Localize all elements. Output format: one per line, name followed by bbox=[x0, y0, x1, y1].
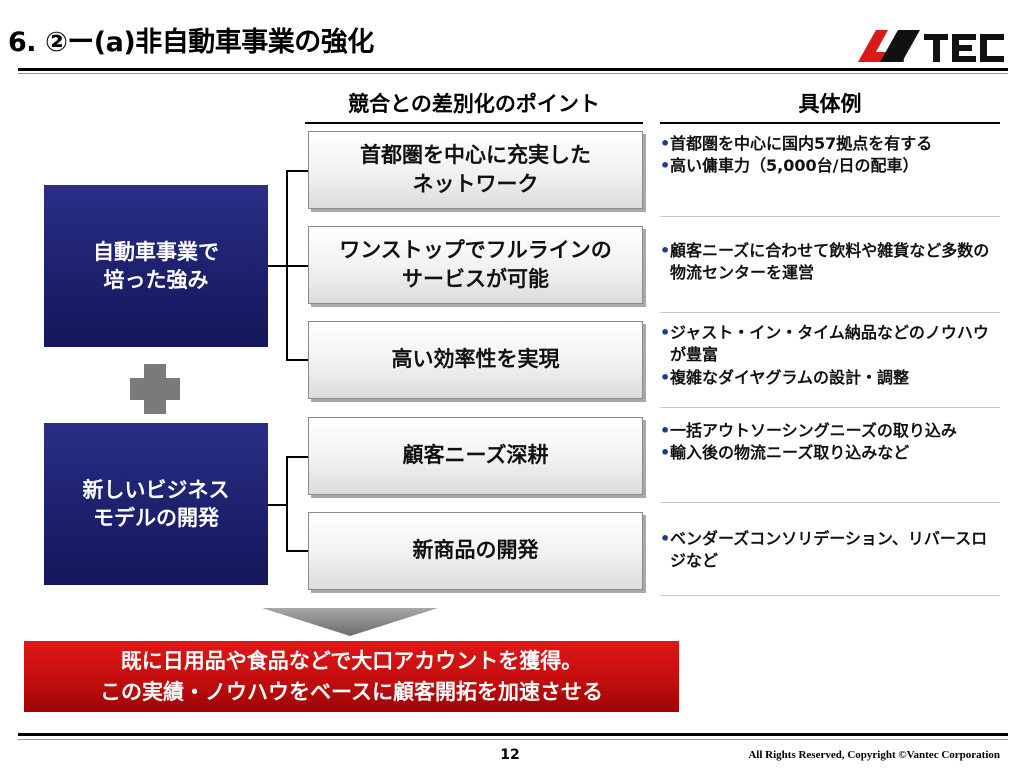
conclusion-banner: 既に日用品や食品などで大口アカウントを獲得。 この実績・ノウハウをベースに顧客開… bbox=[24, 641, 679, 712]
strength-line-2: 培った強み bbox=[103, 268, 209, 292]
point-box-new-products: 新商品の開発 bbox=[308, 512, 643, 590]
point-text: 高い効率性を実現 bbox=[391, 347, 560, 372]
examples-divider bbox=[660, 312, 1000, 313]
point-text: 首都圏を中心に充実した bbox=[360, 142, 591, 167]
bullet-icon: • bbox=[660, 134, 671, 153]
examples-divider bbox=[660, 407, 1000, 408]
list-item: •顧客ニーズに合わせて飲料や雑貨など多数の物流センターを運営 bbox=[660, 241, 990, 283]
strength-line-1: 自動車事業で bbox=[93, 239, 219, 264]
conclusion-line-1: 既に日用品や食品などで大口アカウントを獲得。 bbox=[120, 649, 583, 674]
examples-new-products: •ベンダーズコンソリデーション、リバースロジなど bbox=[660, 528, 1000, 573]
examples-efficiency: •ジャスト・イン・タイム納品などのノウハウが豊富 •複雑なダイヤグラムの設計・調… bbox=[660, 322, 1000, 389]
automotive-strength-box: 自動車事業で 培った強み bbox=[44, 185, 268, 347]
page-number: 12 bbox=[500, 747, 520, 763]
point-box-customer-needs: 顧客ニーズ深耕 bbox=[308, 417, 643, 495]
examples-divider bbox=[660, 502, 1000, 503]
down-arrow-icon bbox=[262, 608, 438, 636]
bullet-icon: • bbox=[660, 367, 671, 387]
bullet-icon: • bbox=[660, 323, 671, 342]
examples-network: •首都圏を中心に国内57拠点を有する •高い傭車力（5,000台/日の配車） bbox=[660, 133, 1000, 178]
footer-rule bbox=[18, 733, 1008, 736]
bullet-icon: • bbox=[660, 529, 671, 548]
examples-header-underline bbox=[660, 122, 1000, 124]
points-header-underline bbox=[305, 122, 643, 124]
list-item: •首都圏を中心に国内57拠点を有する bbox=[660, 133, 1000, 155]
point-box-network: 首都圏を中心に充実した ネットワーク bbox=[308, 131, 643, 209]
list-item: •一括アウトソーシングニーズの取り込み bbox=[660, 420, 1000, 442]
header-rule bbox=[18, 68, 1008, 71]
connector-line bbox=[286, 359, 308, 361]
bullet-icon: • bbox=[660, 241, 671, 260]
point-text: 顧客ニーズ深耕 bbox=[402, 443, 549, 468]
point-box-one-stop: ワンストップでフルラインの サービスが可能 bbox=[308, 226, 643, 304]
connector-line bbox=[286, 456, 308, 458]
plus-icon-bar bbox=[130, 378, 180, 400]
examples-customer-needs: •一括アウトソーシングニーズの取り込み •輸入後の物流ニーズ取り込みなど bbox=[660, 420, 1000, 465]
point-text: サービスが可能 bbox=[402, 267, 549, 291]
examples-divider bbox=[660, 216, 1000, 217]
list-item: •ベンダーズコンソリデーション、リバースロジなど bbox=[660, 529, 988, 571]
connector-line bbox=[286, 550, 308, 552]
bullet-icon: • bbox=[660, 421, 671, 440]
bullet-icon: • bbox=[660, 156, 671, 176]
point-box-efficiency: 高い効率性を実現 bbox=[308, 321, 643, 399]
business-line-2: モデルの開発 bbox=[93, 506, 219, 530]
list-item: •輸入後の物流ニーズ取り込みなど bbox=[660, 442, 1000, 464]
examples-one-stop: •顧客ニーズに合わせて飲料や雑貨など多数の物流センターを運営 bbox=[660, 240, 1000, 285]
list-item: •ジャスト・イン・タイム納品などのノウハウが豊富 bbox=[660, 323, 989, 365]
examples-divider bbox=[660, 595, 1000, 596]
connector-line bbox=[286, 170, 308, 172]
points-column-header: 競合との差別化のポイント bbox=[348, 92, 600, 116]
connector-line bbox=[286, 456, 288, 552]
new-business-box: 新しいビジネス モデルの開発 bbox=[44, 423, 268, 585]
footer-rule-thin bbox=[18, 739, 1008, 740]
connector-line bbox=[268, 504, 288, 506]
header-rule-thin bbox=[18, 73, 1008, 74]
copyright-notice: All Rights Reserved, Copyright ©Vantec C… bbox=[748, 749, 1000, 761]
point-text: ネットワーク bbox=[412, 172, 539, 196]
connector-line bbox=[268, 265, 288, 267]
page-title: 6. ②ー(a)非自動車事業の強化 bbox=[8, 27, 374, 58]
connector-line bbox=[286, 265, 308, 267]
vantec-logo bbox=[858, 30, 1004, 62]
list-item: •高い傭車力（5,000台/日の配車） bbox=[660, 155, 1000, 177]
bullet-icon: • bbox=[660, 443, 671, 463]
list-item: •複雑なダイヤグラムの設計・調整 bbox=[660, 367, 1000, 389]
examples-column-header: 具体例 bbox=[798, 92, 862, 116]
point-text: 新商品の開発 bbox=[412, 538, 539, 563]
conclusion-line-2: この実績・ノウハウをベースに顧客開拓を加速させる bbox=[100, 679, 603, 704]
point-text: ワンストップでフルラインの bbox=[339, 237, 612, 262]
business-line-1: 新しいビジネス bbox=[82, 477, 230, 502]
